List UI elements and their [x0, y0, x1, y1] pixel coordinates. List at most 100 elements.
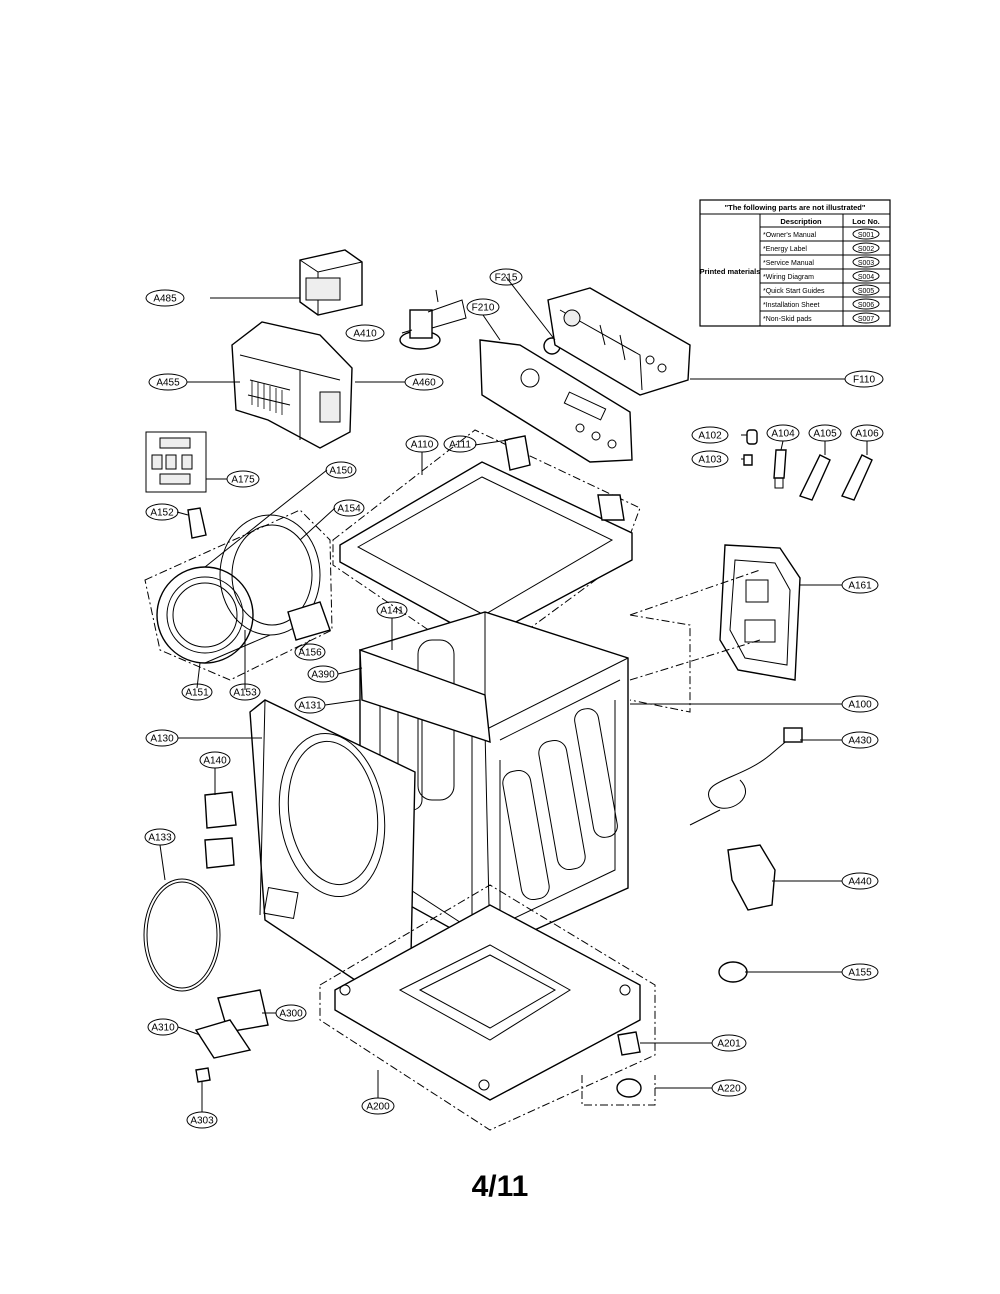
- callout-a131: A131: [294, 696, 326, 714]
- door-hinge: [187, 507, 207, 539]
- page-number: 4/11: [471, 1170, 529, 1203]
- table-row-description: *Non-Skid pads: [763, 316, 812, 323]
- svg-text:A390: A390: [311, 670, 335, 681]
- callout-a153: A153: [229, 683, 261, 701]
- svg-text:A201: A201: [717, 1039, 741, 1050]
- table-row-description: *Service Manual: [763, 260, 814, 267]
- cap: [718, 961, 748, 983]
- leader-lines: [159, 276, 868, 1112]
- table-row-loc: S004: [858, 274, 874, 281]
- callout-a460: A460: [404, 373, 444, 391]
- noise-filter: [727, 844, 776, 911]
- table-header: "The following parts are not illustrated…: [725, 203, 866, 212]
- table-row-description: *Owner's Manual: [763, 232, 817, 239]
- svg-text:A102: A102: [698, 431, 722, 442]
- svg-text:A161: A161: [848, 581, 872, 592]
- svg-text:A156: A156: [298, 648, 322, 659]
- control-panel: [479, 339, 633, 463]
- svg-text:A151: A151: [185, 688, 209, 699]
- svg-text:A455: A455: [156, 378, 180, 389]
- callout-a156: A156: [294, 643, 326, 661]
- callout-a104: A104: [766, 424, 800, 442]
- power-cord: [707, 737, 791, 809]
- gasket-clamp: [143, 878, 221, 992]
- callout-a111: A111: [443, 435, 477, 453]
- callout-a150: A150: [325, 461, 357, 479]
- svg-text:A154: A154: [337, 504, 361, 515]
- part-drawings: [143, 249, 873, 1131]
- table-row-description: *Installation Sheet: [763, 302, 819, 309]
- callout-a133: A133: [144, 828, 176, 846]
- table-row-loc: S003: [858, 260, 874, 267]
- callout-a100: A100: [841, 695, 879, 713]
- callout-a151: A151: [181, 683, 213, 701]
- parts-not-illustrated-table: "The following parts are not illustrated…: [699, 199, 891, 327]
- callout-a154: A154: [333, 499, 365, 517]
- callout-a161: A161: [841, 576, 879, 594]
- svg-text:A140: A140: [203, 756, 227, 767]
- callout-a106: A106: [850, 424, 884, 442]
- svg-text:A460: A460: [412, 378, 436, 389]
- svg-text:A141: A141: [380, 606, 404, 617]
- svg-text:A220: A220: [717, 1084, 741, 1095]
- callout-f215: F215: [489, 268, 523, 286]
- callout-a201: A201: [711, 1034, 747, 1052]
- table-row-description: *Energy Label: [763, 246, 807, 253]
- callout-a105: A105: [808, 424, 842, 442]
- table-row-loc: S005: [858, 288, 874, 295]
- callout-a440: A440: [841, 872, 879, 890]
- clip: [195, 1067, 211, 1083]
- callout-a410: A410: [345, 324, 385, 342]
- table-col-description: Description: [780, 217, 822, 226]
- callout-a485: A485: [145, 289, 185, 307]
- svg-text:A104: A104: [771, 429, 795, 440]
- svg-text:A100: A100: [848, 700, 872, 711]
- table-row-loc: S007: [858, 316, 874, 323]
- callout-a455: A455: [148, 373, 188, 391]
- main-controller: [231, 321, 353, 449]
- callout-a130: A130: [145, 729, 179, 747]
- callout-a152: A152: [145, 503, 179, 521]
- callout-a200: A200: [361, 1097, 395, 1115]
- svg-text:A175: A175: [231, 475, 255, 486]
- svg-text:A105: A105: [813, 429, 837, 440]
- callout-a155: A155: [841, 963, 879, 981]
- table-row-loc: S001: [858, 232, 874, 239]
- svg-text:A310: A310: [151, 1023, 175, 1034]
- door-latch: [204, 791, 237, 829]
- svg-text:A106: A106: [855, 429, 879, 440]
- svg-text:A152: A152: [150, 508, 174, 519]
- callout-a300: A300: [275, 1004, 307, 1022]
- svg-text:F210: F210: [472, 303, 495, 314]
- table-group-label: Printed materials: [700, 267, 761, 276]
- callout-a310: A310: [147, 1018, 179, 1036]
- svg-text:F110: F110: [853, 375, 875, 386]
- callout-f110: F110: [844, 370, 884, 388]
- rear-cover: [719, 544, 801, 681]
- table-row-description: *Wiring Diagram: [763, 274, 814, 281]
- svg-text:A131: A131: [298, 701, 322, 712]
- svg-text:A155: A155: [848, 968, 872, 979]
- svg-text:A430: A430: [848, 736, 872, 747]
- callout-f210: F210: [466, 298, 500, 316]
- svg-text:A440: A440: [848, 877, 872, 888]
- callout-labels: A485 A410 F215 F210 F110 A455 A460 A110 …: [144, 268, 884, 1129]
- accessories-box: [145, 431, 207, 493]
- callout-a303: A303: [186, 1111, 218, 1129]
- table-col-loc: Loc No.: [852, 217, 880, 226]
- svg-text:F215: F215: [495, 273, 518, 284]
- leveling-foot-bracket: [617, 1031, 641, 1056]
- callout-a390: A390: [307, 665, 339, 683]
- svg-text:A303: A303: [190, 1116, 214, 1127]
- svg-text:A300: A300: [279, 1009, 303, 1020]
- svg-text:A111: A111: [449, 440, 471, 451]
- svg-text:A410: A410: [353, 329, 377, 340]
- svg-text:A103: A103: [698, 455, 722, 466]
- svg-text:A153: A153: [233, 688, 257, 699]
- svg-text:A133: A133: [148, 833, 172, 844]
- callout-a175: A175: [226, 470, 260, 488]
- callout-a141: A141: [376, 601, 408, 619]
- callout-a103: A103: [691, 450, 729, 468]
- table-row-description: *Quick Start Guides: [763, 288, 825, 295]
